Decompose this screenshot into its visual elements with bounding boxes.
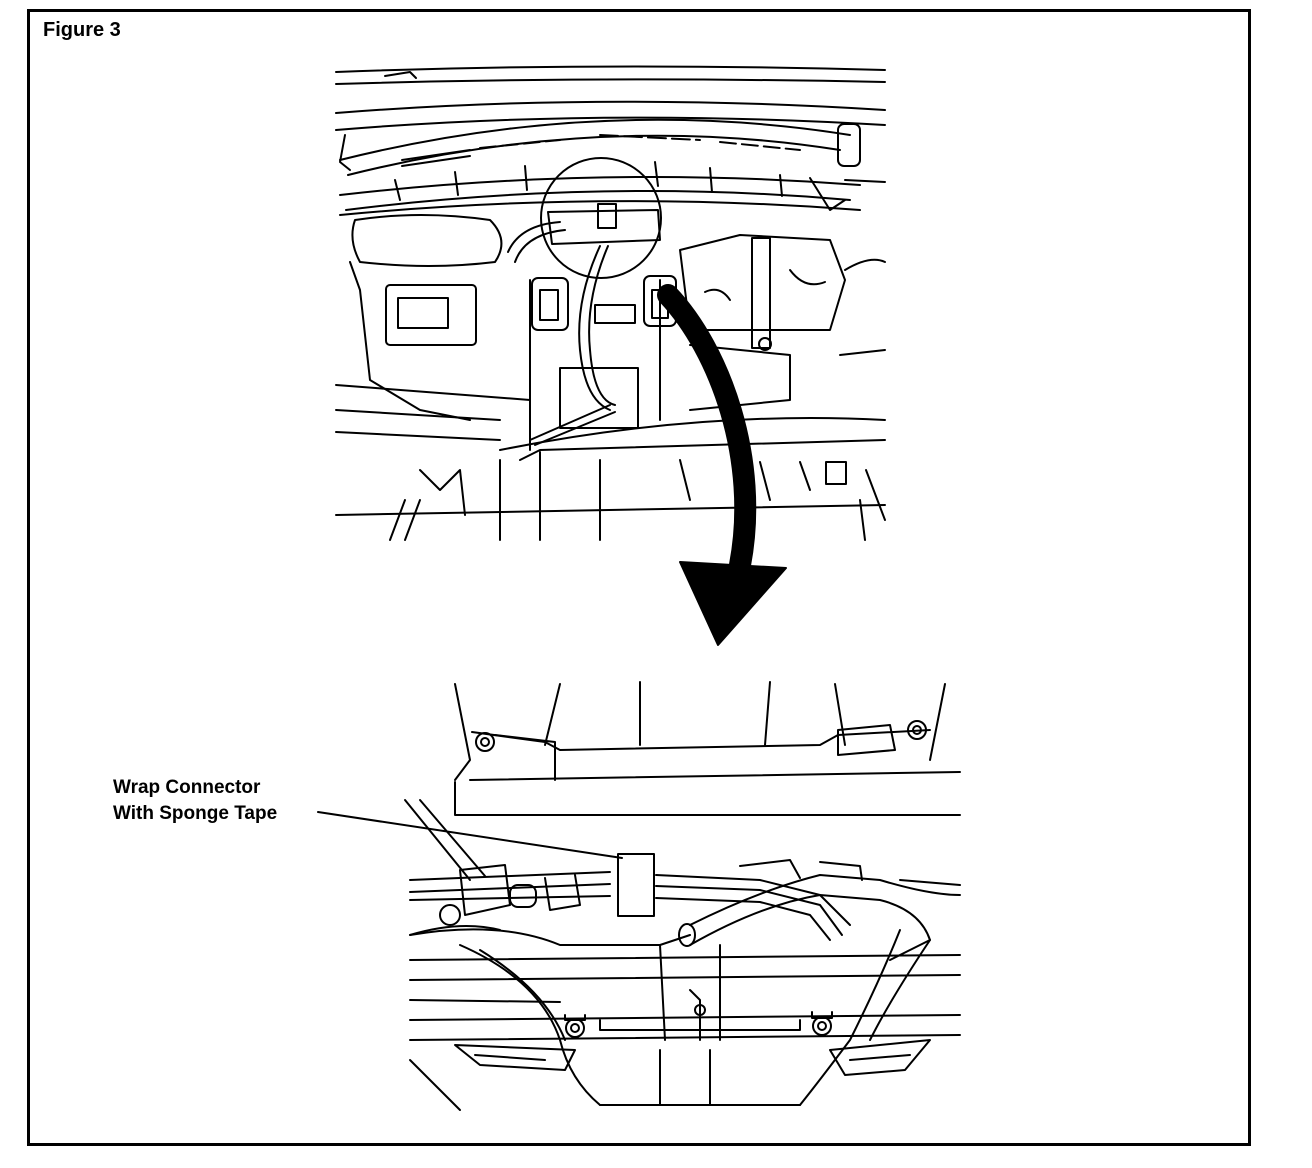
curved-arrow-icon	[668, 295, 786, 645]
callout-leader-line	[318, 812, 622, 858]
callout-line-1: Wrap Connector	[113, 777, 261, 798]
dashboard-overview-drawing	[336, 66, 885, 540]
connector-detail-drawing	[405, 682, 960, 1110]
figure-title: Figure 3	[43, 19, 121, 41]
figure-frame	[27, 9, 1251, 1146]
callout-label: Wrap Connector With Sponge Tape	[113, 775, 277, 827]
callout-line-2: With Sponge Tape	[113, 803, 278, 824]
